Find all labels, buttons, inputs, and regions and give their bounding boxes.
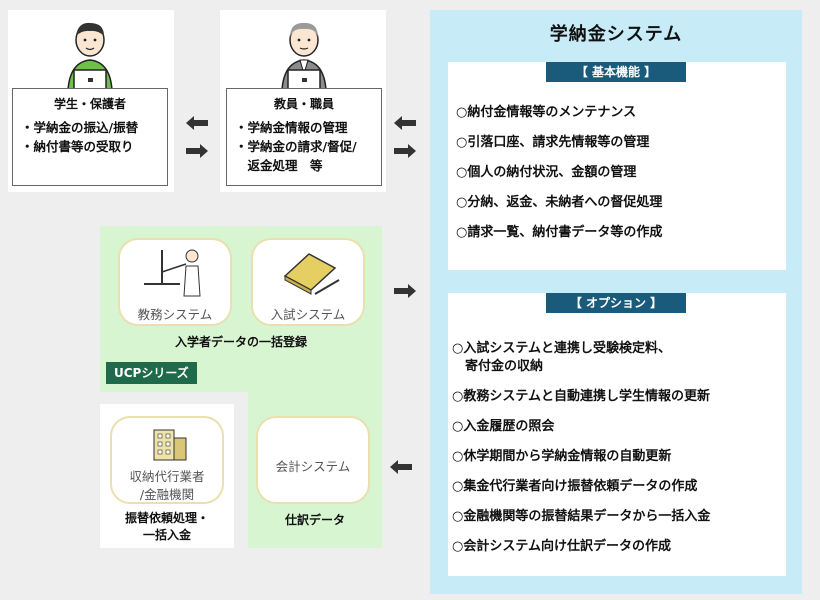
basic-feature-item: ○分納、返金、未納者への督促処理: [456, 195, 663, 210]
shiwake-data-label: 仕訳データ: [284, 513, 345, 527]
arrow-right-icon: [394, 284, 416, 298]
bank-caption-line-1: 振替依頼処理・: [124, 511, 209, 525]
basic-feature-item: ○引落口座、請求先情報等の管理: [456, 135, 650, 150]
basic-features-tag: 【 基本機能 】: [546, 62, 686, 82]
book-pen-icon: [283, 253, 340, 295]
staff-person-icon: [274, 18, 334, 93]
option-item: ○教務システムと自動連携し学生情報の更新: [452, 389, 710, 404]
staff-line-3: 返金処理 等: [235, 158, 323, 173]
staff-title: 教員・職員: [273, 97, 334, 111]
staff-box: 教員・職員 ・学納金情報の管理 ・学納金の請求/督促/ 返金処理 等: [226, 88, 382, 186]
bank-label-line-1: 収納代行業者: [129, 469, 205, 484]
staff-line-2: ・学納金の請求/督促/: [235, 139, 357, 154]
basic-feature-item: ○個人の納付状況、金額の管理: [456, 165, 637, 180]
students-line-2: ・納付書等の受取り: [21, 139, 134, 154]
option-item: ○金融機関等の振替結果データから一括入金: [452, 509, 711, 524]
kaikei-system-pill: 会計システム: [256, 416, 370, 504]
teacher-icon: [144, 249, 201, 297]
option-item: 寄付金の収納: [452, 359, 544, 374]
arrow-left-icon: [186, 116, 208, 130]
basic-features-list: ○納付金情報等のメンテナンス ○引落口座、請求先情報等の管理 ○個人の納付状況、…: [456, 104, 662, 242]
option-item: ○集金代行業者向け振替依頼データの作成: [452, 479, 698, 494]
bank-caption-line-2: 一括入金: [142, 528, 191, 542]
bulk-registration-label: 入学者データの一括登録: [174, 335, 307, 349]
kyomu-system-pill: 教務システム: [118, 238, 232, 326]
options-list: ○入試システムと連携し受験検定料、 寄付金の収納 ○教務システムと自動連携し学生…: [452, 340, 710, 556]
kaikei-system-label: 会計システム: [275, 459, 351, 474]
options-card: [448, 293, 786, 576]
option-item: ○入試システムと連携し受験検定料、: [452, 341, 671, 356]
arrow-left-icon: [390, 460, 412, 474]
arrow-right-icon: [394, 144, 416, 158]
ucp-series-tag: UCPシリーズ: [106, 362, 197, 384]
students-box: 学生・保護者 ・学納金の振込/振替 ・納付書等の受取り: [12, 88, 168, 186]
students-line-1: ・学納金の振込/振替: [21, 120, 139, 135]
students-title: 学生・保護者: [53, 97, 126, 111]
nyushi-system-pill: 入試システム: [251, 238, 365, 326]
option-item: ○会計システム向け仕訳データの作成: [452, 539, 671, 554]
nyushi-system-label: 入試システム: [270, 307, 346, 322]
staff-line-1: ・学納金情報の管理: [235, 120, 348, 135]
basic-feature-item: ○納付金情報等のメンテナンス: [456, 105, 637, 120]
arrow-right-icon: [186, 144, 208, 158]
options-tag: 【 オプション 】: [546, 293, 686, 313]
bank-pill: 収納代行業者 /金融機関: [110, 416, 224, 504]
basic-feature-item: ○請求一覧、納付書データ等の作成: [456, 225, 663, 240]
option-item: ○休学期間から学納金情報の自動更新: [452, 449, 672, 464]
arrow-left-icon: [394, 116, 416, 130]
bank-label-line-2: /金融機関: [139, 487, 195, 502]
option-item: ○入金履歴の照会: [452, 419, 555, 434]
kyomu-system-label: 教務システム: [137, 307, 213, 322]
system-title: 学納金システム: [549, 24, 683, 45]
basic-features-card: [448, 62, 786, 270]
building-icon: [153, 429, 187, 461]
student-person-icon: [60, 18, 120, 93]
